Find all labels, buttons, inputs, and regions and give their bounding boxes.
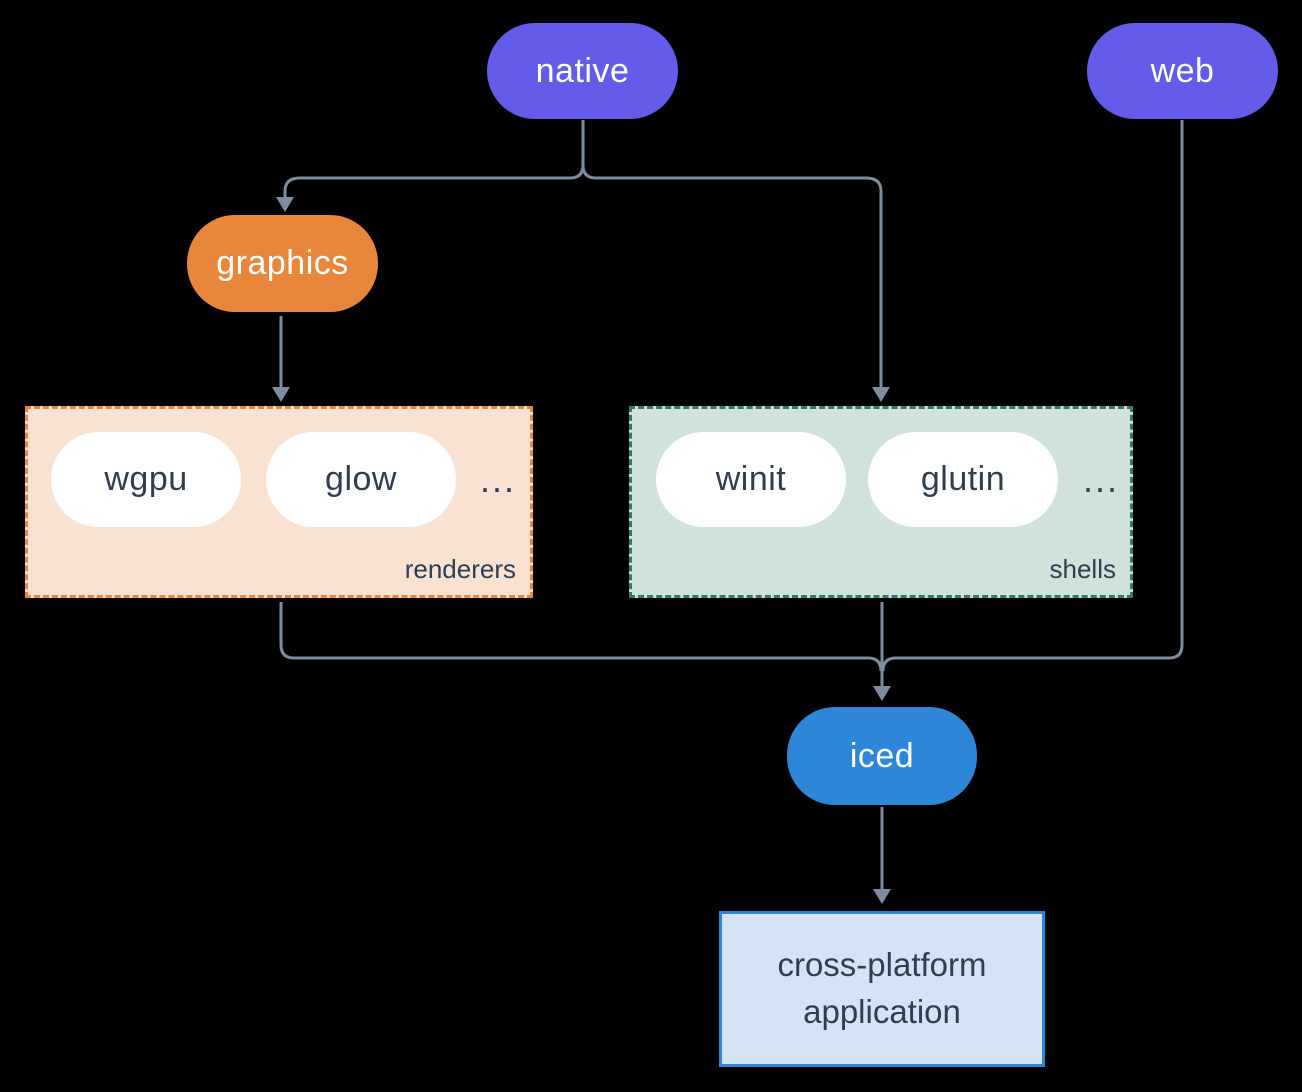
node-glutin: glutin (868, 432, 1058, 527)
application-label-line2: application (803, 993, 961, 1030)
node-graphics-label: graphics (216, 244, 349, 282)
node-graphics: graphics (187, 215, 378, 312)
renderers-ellipsis: ... (480, 458, 517, 500)
node-web: web (1087, 23, 1278, 119)
arrowhead-graphics-to-renderers (272, 387, 290, 402)
node-wgpu: wgpu (51, 432, 241, 527)
node-iced-label: iced (849, 736, 915, 775)
shells-group-label: shells (1049, 554, 1116, 584)
node-glow-label: glow (325, 460, 397, 498)
arrowhead-native-to-shells (872, 387, 890, 402)
application-label-line1: cross-platform (777, 946, 987, 984)
renderers-group-label: renderers (404, 554, 516, 584)
node-web-label: web (1150, 51, 1215, 90)
node-native: native (487, 23, 678, 119)
node-wgpu-label: wgpu (104, 460, 188, 498)
shells-ellipsis: ... (1083, 458, 1120, 500)
arrowhead-iced-to-application (873, 889, 891, 904)
node-native-label: native (535, 51, 630, 90)
node-iced: iced (787, 707, 977, 805)
group-renderers: wgpu glow ... renderers (25, 406, 533, 598)
group-shells: winit glutin ... shells (629, 406, 1133, 598)
edge-native-to-graphics (283, 120, 585, 199)
edge-native-to-shells (581, 120, 883, 389)
edge-renderers-to-merge (279, 602, 883, 672)
node-glutin-label: glutin (920, 460, 1006, 498)
arrowhead-merge-to-iced (873, 686, 891, 701)
node-cross-platform-application: cross-platform application (719, 911, 1045, 1067)
arrowhead-native-to-graphics (276, 197, 294, 212)
edge-web-to-merge (881, 120, 1184, 672)
node-glow: glow (266, 432, 456, 527)
node-winit-label: winit (715, 460, 787, 498)
node-winit: winit (656, 432, 846, 527)
